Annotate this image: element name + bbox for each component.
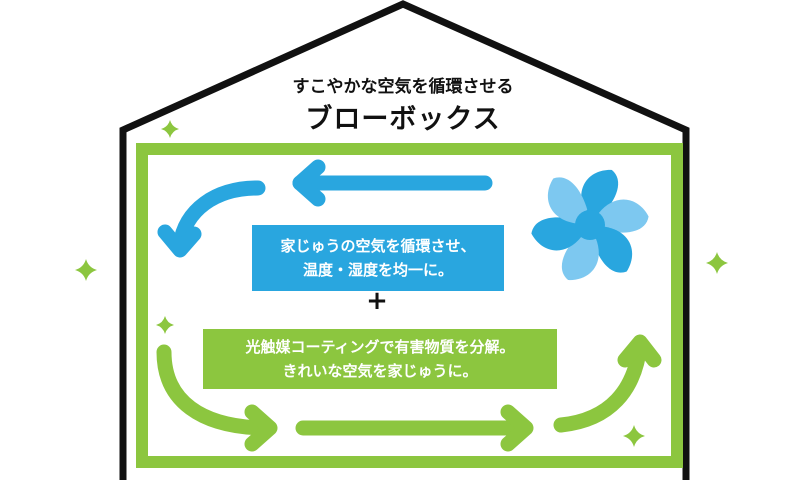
green-arrow-straight <box>295 404 534 452</box>
fan-blade <box>547 177 588 224</box>
plus-icon: + <box>366 286 388 316</box>
circulation-line-2: 温度・湿度を均一に。 <box>302 261 453 279</box>
circulation-box: 家じゅうの空気を循環させ、 温度・湿度を均一に。 <box>252 225 504 291</box>
product-title: ブローボックス <box>305 104 501 135</box>
sparkles <box>75 120 728 447</box>
blue-arrow-curve <box>157 180 266 258</box>
sparkle-icon <box>623 425 645 447</box>
sparkle-icon <box>156 316 174 334</box>
sparkle-icon <box>706 252 728 274</box>
fan-blade <box>592 226 633 273</box>
subtitle: すこやかな空気を循環させる <box>292 77 514 97</box>
fan-icon <box>531 169 649 281</box>
fan-blade <box>561 235 599 281</box>
green-arrow-right-curve <box>553 334 662 433</box>
green-arrow-left-curve <box>156 344 278 452</box>
fan-blade <box>581 169 619 215</box>
house-outline <box>119 0 690 480</box>
purification-line-1: 光触媒コーティングで有害物質を分解。 <box>245 338 515 356</box>
blue-arrow-top <box>292 159 493 207</box>
fan-blade <box>598 199 649 233</box>
fan-blade <box>531 217 582 251</box>
green-frame <box>136 143 683 468</box>
purification-line-2: きれいな空気を家じゅうに。 <box>282 362 478 380</box>
purification-box: 光触媒コーティングで有害物質を分解。 きれいな空気を家じゅうに。 <box>203 329 557 389</box>
sparkle-icon <box>161 120 179 138</box>
sparkle-icon <box>75 259 97 281</box>
circulation-line-1: 家じゅうの空気を循環させ、 <box>280 237 476 255</box>
